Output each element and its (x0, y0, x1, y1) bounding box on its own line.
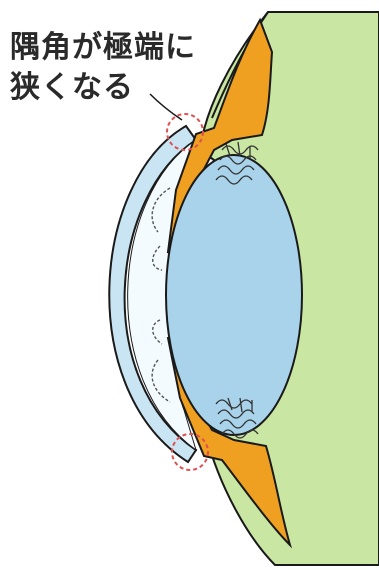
callout-leader-line (150, 94, 182, 120)
lens (166, 155, 302, 435)
